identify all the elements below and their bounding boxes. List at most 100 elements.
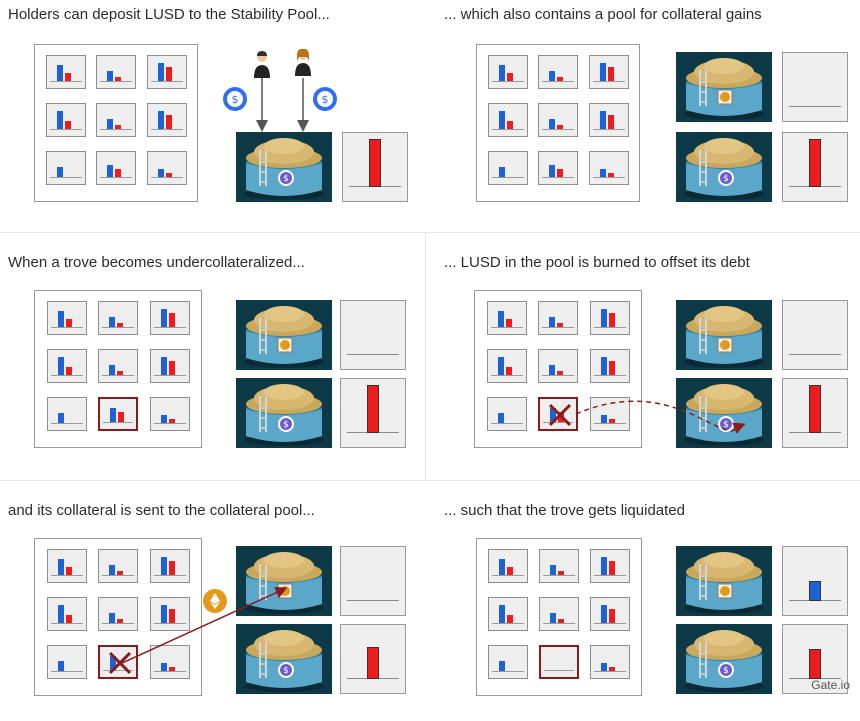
trove-cell: [146, 103, 187, 137]
collateral-balance-chart: [782, 546, 848, 616]
trove-cell: [149, 301, 190, 335]
trove-debt-bar: [160, 309, 167, 327]
trove-collateral-bar: [608, 361, 615, 375]
trove-collateral-bar: [165, 67, 172, 81]
trove-cell: [538, 397, 578, 431]
trove-cell: [98, 549, 138, 583]
trove-debt-bar: [109, 365, 115, 375]
stability-pool: $: [236, 624, 332, 694]
trove-cell: [98, 397, 138, 431]
trove-debt-bar: [107, 71, 113, 81]
trove-collateral-bar: [557, 125, 563, 129]
svg-text:$: $: [283, 666, 289, 676]
troves-grid: [474, 290, 642, 448]
trove-debt-bar: [57, 559, 64, 575]
trove-collateral-bar: [115, 169, 121, 177]
trove-debt-bar: [497, 357, 504, 375]
trove-collateral-bar: [65, 615, 72, 623]
trove-collateral-bar: [168, 419, 175, 423]
trove-cell: [146, 55, 187, 89]
trove-cell: [589, 349, 630, 383]
trove-collateral-bar: [168, 361, 175, 375]
trove-cell: [589, 301, 630, 335]
svg-text:$: $: [723, 666, 729, 676]
trove-cell: [590, 597, 630, 631]
trove-collateral-bar: [168, 609, 175, 623]
trove-debt-bar: [56, 65, 63, 81]
trove-cell: [588, 55, 629, 89]
trove-cell: [146, 151, 187, 185]
trove-collateral-bar: [608, 419, 615, 423]
trove-cell: [538, 349, 578, 383]
trove-collateral-bar: [117, 619, 123, 623]
trove-debt-bar: [549, 165, 555, 177]
panel-caption: Holders can deposit LUSD to the Stabilit…: [8, 6, 330, 23]
lusd-balance-chart: [340, 378, 406, 448]
trove-collateral-bar: [115, 77, 121, 81]
trove-debt-bar: [57, 413, 64, 423]
trove-debt-bar: [499, 661, 505, 671]
trove-debt-bar: [157, 111, 164, 129]
trove-cell: [539, 645, 579, 679]
collateral-pool-icon: [236, 546, 332, 616]
trove-cell: [538, 151, 578, 185]
trove-cell: [590, 645, 630, 679]
trove-collateral-bar: [609, 561, 615, 575]
trove-cell: [149, 397, 190, 431]
trove-debt-bar: [599, 169, 606, 177]
trove-cell: [588, 151, 629, 185]
stability-pool-icon: $: [676, 378, 772, 448]
trove-cell: [98, 301, 138, 335]
trove-collateral-bar: [505, 367, 512, 375]
trove-collateral-bar: [506, 121, 513, 129]
trove-cell: [487, 55, 528, 89]
trove-collateral-bar: [65, 367, 72, 375]
trove-debt-bar: [550, 408, 556, 422]
collateral-pool: [676, 52, 772, 122]
trove-cell: [46, 301, 87, 335]
divider: [0, 232, 860, 233]
trove-collateral-bar: [168, 561, 175, 575]
panel-caption: When a trove becomes undercollateralized…: [8, 254, 305, 271]
trove-collateral-bar: [165, 173, 172, 177]
trove-cell: [96, 151, 136, 185]
trove-collateral-bar: [117, 571, 123, 575]
cross-icon: [108, 651, 132, 675]
troves-grid: [476, 538, 642, 696]
trove-debt-bar: [109, 317, 115, 327]
trove-debt-bar: [57, 605, 64, 623]
trove-collateral-bar: [165, 115, 172, 129]
panel-burn: ... LUSD in the pool is burned to offset…: [436, 248, 848, 473]
trove-cell: [98, 349, 138, 383]
collateral-pool-icon: [236, 300, 332, 370]
trove-debt-bar: [498, 167, 505, 177]
trove-debt-bar: [160, 663, 167, 671]
lusd-balance-chart: [782, 624, 848, 694]
trove-debt-bar: [600, 309, 607, 327]
trove-debt-bar: [498, 111, 505, 129]
panel-liquidated: ... such that the trove gets liquidated …: [436, 496, 848, 721]
trove-collateral-bar: [117, 371, 123, 375]
stability-pool: $: [676, 378, 772, 448]
trove-debt-bar: [157, 63, 164, 81]
trove-collateral-bar: [557, 371, 563, 375]
trove-cell: [488, 645, 528, 679]
trove-debt-bar: [107, 119, 113, 129]
ether-token-icon: [202, 588, 228, 614]
collateral-pool: [676, 300, 772, 370]
trove-debt-bar: [57, 311, 64, 327]
trove-cell: [45, 55, 86, 89]
trove-debt-bar: [157, 169, 164, 177]
trove-collateral-bar: [115, 125, 121, 129]
trove-debt-bar: [601, 605, 607, 623]
trove-collateral-bar: [507, 567, 513, 575]
collateral-balance-chart: [782, 52, 848, 122]
trove-cell: [149, 549, 190, 583]
depositor-male-icon: [252, 50, 272, 78]
trove-cell: [149, 645, 190, 679]
trove-cell: [486, 349, 527, 383]
stability-pool-icon: $: [676, 624, 772, 694]
trove-cell: [46, 549, 87, 583]
trove-debt-bar: [599, 63, 606, 81]
trove-debt-bar: [601, 663, 607, 671]
